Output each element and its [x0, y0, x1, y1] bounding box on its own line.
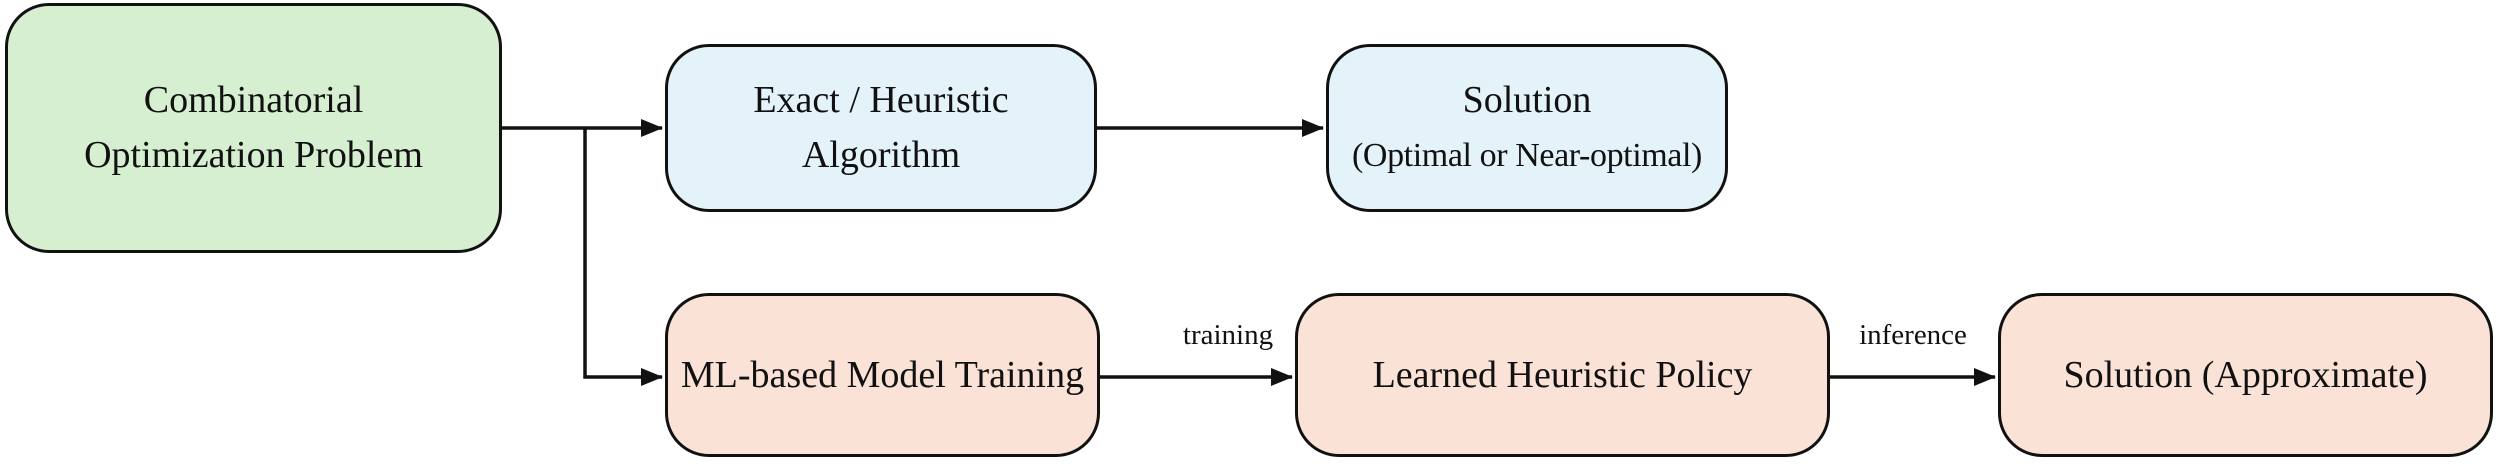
node-solution-optimal-or-near-optimal: Solution (Optimal or Near-optimal) [1326, 44, 1728, 212]
node-label-line: (Optimal or Near-optimal) [1352, 137, 1702, 174]
node-label-line: Optimization Problem [84, 134, 423, 176]
node-combinatorial-optimization-problem: Combinatorial Optimization Problem [5, 3, 502, 253]
node-label-line: Algorithm [801, 134, 961, 176]
edge-problem-to-ml [583, 128, 663, 386]
node-exact-heuristic-algorithm: Exact / Heuristic Algorithm [665, 44, 1097, 212]
edge-label-training: training [1182, 319, 1274, 351]
node-label-line: Learned Heuristic Policy [1372, 353, 1753, 396]
node-label-line: Combinatorial [143, 79, 364, 121]
node-ml-based-model-training: ML-based Model Training [665, 293, 1100, 457]
node-solution-approximate: Solution (Approximate) [1998, 293, 2493, 457]
node-learned-heuristic-policy: Learned Heuristic Policy [1295, 293, 1830, 457]
node-label-line: Exact / Heuristic [753, 79, 1009, 121]
node-label-line: ML-based Model Training [680, 353, 1085, 396]
node-label-line: Solution (Approximate) [2063, 353, 2428, 396]
node-label-line: Solution [1462, 79, 1592, 121]
edge-label-inference: inference [1859, 319, 1967, 351]
